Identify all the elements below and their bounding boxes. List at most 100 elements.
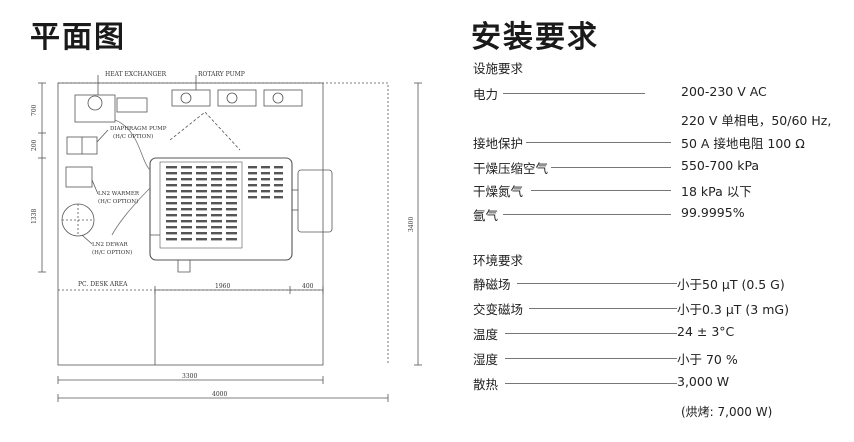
vent-slot	[196, 196, 207, 199]
label-pc-desk-area: PC. DESK AREA	[78, 281, 128, 288]
vent-slot	[226, 238, 237, 241]
vent-slot	[248, 184, 257, 187]
vent-slot	[261, 184, 270, 187]
dim-3400: 3400	[408, 217, 415, 232]
vent-slot	[181, 172, 192, 175]
label-heat-exchanger: HEAT EXCHANGER	[105, 71, 167, 78]
vent-slot	[166, 178, 177, 181]
ln2-warmer-unit	[65, 166, 93, 188]
vent-slot	[166, 172, 177, 175]
vent-slot	[166, 208, 177, 211]
facility-row: 干燥压缩空气 550-700 kPa	[473, 158, 853, 177]
vent-slot	[274, 178, 283, 181]
environment-label: 静磁场	[473, 274, 514, 293]
vent-slot	[274, 172, 283, 175]
vent-slot	[166, 220, 177, 223]
vent-slot	[196, 190, 207, 193]
vent-slot	[181, 220, 192, 223]
vent-slot	[211, 238, 222, 241]
facility-value: 220 V 单相电，50/60 Hz,	[681, 113, 832, 128]
floor-plan-title: 平面图	[30, 20, 126, 55]
facility-label: 干燥压缩空气	[473, 158, 552, 177]
vent-slot	[196, 214, 207, 217]
vent-slot	[248, 190, 257, 193]
vent-slot	[181, 196, 192, 199]
room-boundary-dashed	[58, 82, 389, 365]
environment-value: 小于 70 %	[677, 352, 738, 367]
vent-slot	[166, 166, 177, 169]
vent-slot	[166, 214, 177, 217]
vent-slot	[211, 178, 222, 181]
vent-slot	[196, 184, 207, 187]
rotary-pump-1	[171, 89, 211, 107]
facility-heading: 设施要求	[473, 61, 524, 76]
vent-slot	[226, 232, 237, 235]
heat-exchanger-unit	[74, 94, 116, 123]
vent-slot	[181, 226, 192, 229]
installation-requirements-title: 安装要求	[471, 20, 599, 55]
facility-label: 干燥氮气	[473, 181, 527, 200]
vent-slot	[226, 190, 237, 193]
vent-slot	[166, 232, 177, 235]
vent-slot	[196, 178, 207, 181]
vent-slot	[181, 178, 192, 181]
main-instrument-body	[149, 157, 293, 261]
vent-slot	[166, 202, 177, 205]
vent-slot	[226, 166, 237, 169]
environment-label: 温度	[473, 324, 502, 343]
vent-slot	[211, 190, 222, 193]
vent-slot	[226, 196, 237, 199]
dim-1960: 1960	[215, 283, 230, 290]
vent-slot	[196, 220, 207, 223]
label-rotary-pump: ROTARY PUMP	[198, 71, 245, 78]
vent-slot	[211, 232, 222, 235]
vent-slot	[211, 226, 222, 229]
vent-slot	[261, 166, 270, 169]
dim-400: 400	[302, 283, 314, 290]
label-ln2-dewar: LN2 DEWAR	[92, 242, 128, 248]
vent-slot	[196, 172, 207, 175]
environment-label: 交变磁场	[473, 299, 527, 318]
vent-slot	[211, 196, 222, 199]
vent-slot	[211, 172, 222, 175]
vent-slot	[181, 190, 192, 193]
vent-slot	[181, 232, 192, 235]
vent-slot	[166, 184, 177, 187]
vent-slot	[211, 214, 222, 217]
facility-value: 50 A 接地电阻 100 Ω	[681, 136, 805, 151]
vent-slot	[261, 190, 270, 193]
facility-value: 18 kPa 以下	[681, 184, 752, 199]
vent-slot	[166, 238, 177, 241]
label-ln2-warmer: LN2 WARMER	[98, 191, 140, 197]
rotary-pump-2	[217, 89, 257, 107]
facility-row: 220 V 单相电，50/60 Hz,	[473, 110, 853, 128]
vent-slot	[226, 202, 237, 205]
facility-label: 氩气	[473, 205, 502, 224]
vent-slot	[226, 226, 237, 229]
door-swing	[169, 111, 241, 151]
dim-200: 200	[31, 139, 38, 151]
facility-row: 氩气 99.9995%	[473, 205, 853, 224]
vent-slot	[261, 172, 270, 175]
facility-row: 电力 200-230 V AC	[473, 84, 853, 103]
environment-label: 湿度	[473, 349, 502, 368]
vent-slot	[226, 220, 237, 223]
vent-slot	[226, 172, 237, 175]
vent-slot	[181, 208, 192, 211]
environment-label: 散热	[473, 374, 502, 393]
vent-slot	[166, 196, 177, 199]
environment-row: 散热 3,000 W	[473, 374, 853, 393]
vent-slot	[261, 196, 270, 199]
vent-slot	[211, 208, 222, 211]
floor-plan-drawing: HEAT EXCHANGER ROTARY PUMP DIAPHRAGM PUM…	[31, 71, 422, 402]
vent-slot	[274, 190, 283, 193]
vent-slot	[181, 202, 192, 205]
vent-slot	[274, 184, 283, 187]
vent-slot	[166, 226, 177, 229]
vent-slot	[196, 208, 207, 211]
environment-row: 温度 24 ± 3°C	[473, 324, 853, 343]
bakeout-note: (烘烤: 7,000 W)	[681, 405, 773, 419]
facility-value: 99.9995%	[681, 205, 745, 220]
environment-heading: 环境要求	[473, 253, 524, 268]
vent-slot	[211, 202, 222, 205]
